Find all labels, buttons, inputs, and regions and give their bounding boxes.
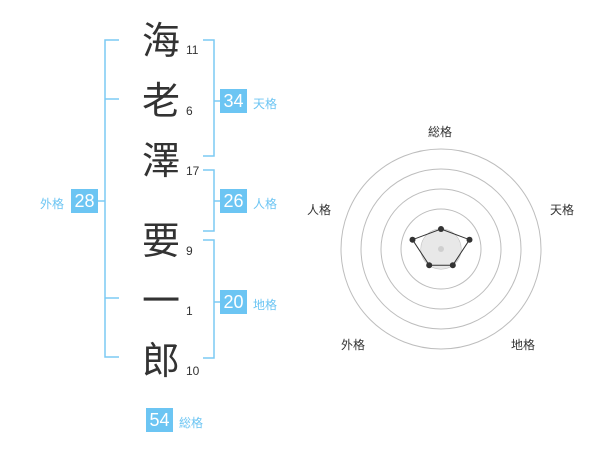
tenkaku-label: 天格	[253, 97, 278, 111]
radar-ring-3	[380, 188, 502, 310]
radar-axis-label-tenkaku: 天格	[550, 203, 575, 217]
jinkaku-label: 人格	[253, 197, 278, 211]
chikaku-label: 地格	[253, 298, 278, 312]
gaikaku-value-badge: 28	[71, 189, 98, 213]
stroke-count-6: 10	[186, 364, 200, 378]
radar-axis-label-gaikaku: 外格	[341, 338, 366, 352]
tenkaku-value-badge: 34	[220, 89, 247, 113]
name-char-5: 一	[141, 279, 180, 323]
tenkaku-bracket	[203, 39, 215, 157]
radar-point-chikaku	[449, 262, 456, 269]
stroke-count-3: 17	[186, 164, 200, 178]
stroke-count-5: 1	[186, 304, 193, 318]
name-char-1: 海	[141, 19, 180, 63]
radar-ring-5	[340, 148, 542, 350]
chikaku-bracket	[203, 239, 215, 359]
radar-point-tenkaku	[466, 236, 473, 243]
jinkaku-value-badge: 26	[220, 189, 247, 213]
radar-value-polygon	[411, 228, 471, 266]
chikaku-value-badge: 20	[220, 290, 247, 314]
radar-point-soukaku	[438, 226, 444, 232]
radar-center-dot	[438, 246, 444, 252]
stroke-count-4: 9	[186, 244, 193, 258]
name-char-2: 老	[141, 79, 180, 123]
radar-axis-label-soukaku: 総格	[428, 125, 453, 139]
gaikaku-label: 外格	[40, 197, 65, 211]
name-char-3: 澤	[141, 139, 180, 183]
stroke-count-1: 11	[186, 43, 199, 57]
radar-ring-2	[400, 208, 482, 290]
gaikaku-bracket	[104, 39, 119, 358]
radar-ring-4	[360, 168, 522, 330]
radar-axis-label-chikaku: 地格	[511, 338, 536, 352]
name-char-4: 要	[141, 219, 180, 263]
stroke-count-2: 6	[186, 104, 193, 118]
name-char-6: 郎	[141, 339, 180, 383]
soukaku-label: 総格	[179, 416, 204, 430]
radar-point-jinkaku	[409, 236, 416, 243]
radar-point-gaikaku	[426, 262, 433, 269]
soukaku-value-badge: 54	[146, 408, 173, 432]
radar-axis-label-jinkaku: 人格	[307, 203, 332, 217]
